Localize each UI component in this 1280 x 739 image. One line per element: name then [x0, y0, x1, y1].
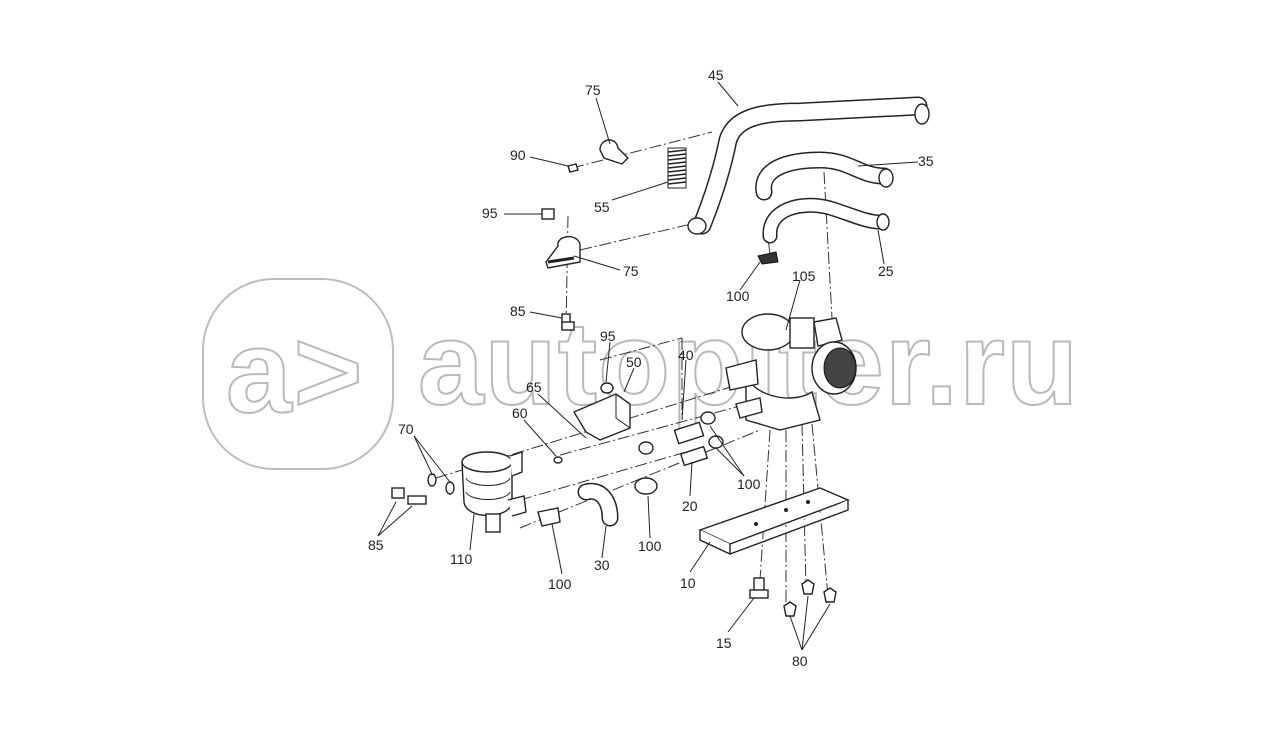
callout-50: 50: [626, 354, 642, 370]
nut-95-top: [541, 208, 555, 220]
callout-105: 105: [792, 268, 816, 284]
hose-25: [762, 197, 890, 244]
washer-60: [553, 456, 563, 464]
screw-90: [567, 163, 579, 173]
fitting-40: [673, 421, 705, 445]
callout-20: 20: [682, 498, 698, 514]
callout-labels: 75 45 90 55 35 95 75 25 100 105 85 95 50…: [368, 67, 934, 669]
mounting-plate-10: [698, 487, 850, 556]
watermark-badge: [202, 278, 394, 470]
clamp-75-top: [599, 139, 629, 165]
callout-30: 30: [594, 557, 610, 573]
callout-60: 60: [512, 405, 528, 421]
callout-100-mid: 100: [638, 538, 662, 554]
callout-100-top: 100: [726, 288, 750, 304]
callout-85-bottom: 85: [368, 537, 384, 553]
callout-75-top: 75: [585, 82, 601, 98]
nut-95-mid: [600, 382, 614, 394]
filter-110: [461, 451, 527, 533]
callout-85-top: 85: [510, 303, 526, 319]
callout-80: 80: [792, 653, 808, 669]
washers-70: [427, 473, 455, 495]
hose-30: [577, 482, 619, 527]
callout-40: 40: [678, 347, 694, 363]
callout-95-mid: 95: [600, 328, 616, 344]
callout-110: 110: [450, 551, 473, 567]
callout-45: 45: [708, 67, 724, 83]
fitting-20: [679, 445, 709, 467]
callout-95-top: 95: [482, 205, 498, 221]
clamp-100-bottom: [537, 507, 561, 527]
callout-55: 55: [594, 199, 610, 215]
spring-55: [667, 147, 687, 189]
pump-105: [725, 313, 857, 431]
callout-10: 10: [680, 575, 696, 591]
callout-65: 65: [526, 379, 542, 395]
callout-100-right: 100: [737, 476, 761, 492]
bracket-50: [572, 393, 631, 441]
callout-75-mid: 75: [623, 263, 639, 279]
valve-15: [749, 577, 769, 599]
watermark-badge-text: a>: [225, 305, 365, 439]
callout-15: 15: [716, 635, 732, 651]
clamp-75-mid: [545, 236, 581, 269]
callout-100-bottom: 100: [548, 576, 572, 592]
bolts-80: [783, 579, 837, 617]
bolts-85-bottom: [391, 487, 427, 505]
leader-lines: [377, 81, 919, 651]
clamp-100-top: [757, 251, 779, 265]
clamps-100-right: [638, 411, 724, 455]
hose-45: [687, 96, 930, 235]
bolt-85-top: [561, 313, 575, 331]
callout-90: 90: [510, 147, 526, 163]
clamp-100-mid: [634, 477, 658, 495]
callout-70: 70: [398, 421, 414, 437]
callout-35: 35: [918, 153, 934, 169]
callout-25: 25: [878, 263, 894, 279]
hose-35: [755, 151, 894, 201]
